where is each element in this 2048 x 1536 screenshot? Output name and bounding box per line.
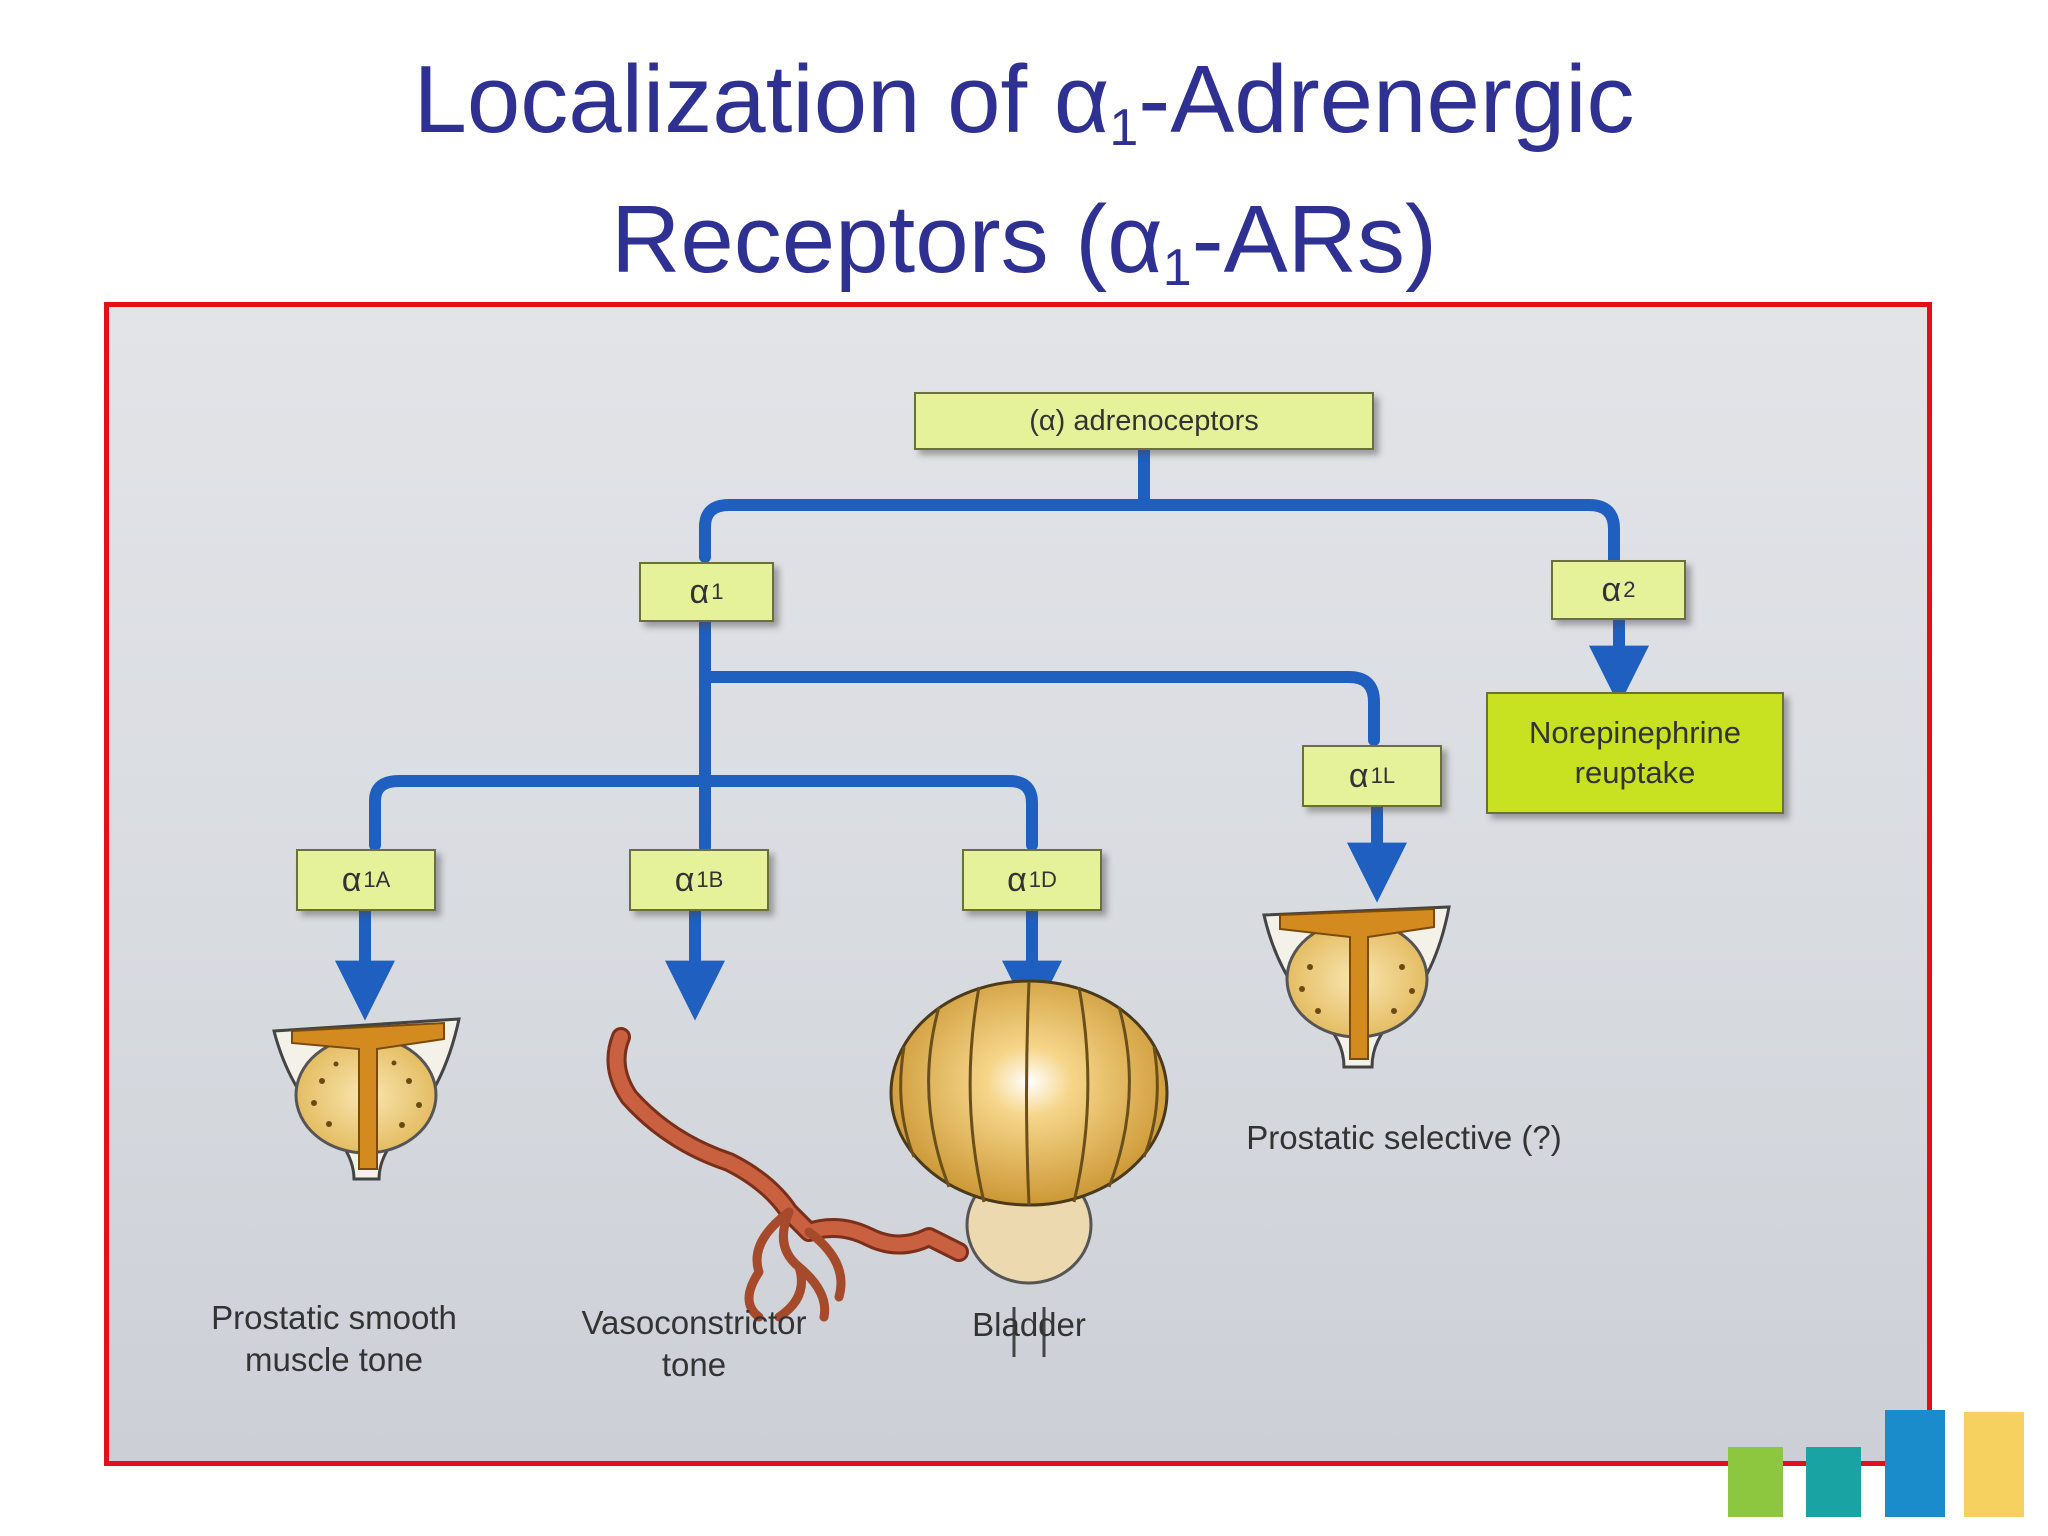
norepinephrine-reuptake-box: Norepinephrine reuptake — [1486, 692, 1784, 814]
alpha-adrenoceptors-box: (α) adrenoceptors — [914, 392, 1374, 450]
bladder-label: Bladder — [972, 1306, 1086, 1343]
decor-square-yellow — [1964, 1412, 2024, 1517]
connector-lines — [335, 406, 1649, 1021]
decor-square-green — [1728, 1447, 1783, 1517]
alpha-symbol: α — [1053, 46, 1110, 153]
alpha-symbol: α — [1107, 186, 1163, 293]
prostate-illustration — [272, 1017, 461, 1181]
prostatic-smooth-muscle-label: Prostatic smooth muscle tone — [211, 1299, 457, 1378]
decor-square-blue — [1885, 1410, 1945, 1517]
diagram-graphics — [272, 406, 1649, 1357]
slide-title: Localization of α1-Adrenergic Receptors … — [0, 30, 2048, 310]
prostatic-selective-label: Prostatic selective (?) — [1246, 1119, 1562, 1156]
blood-vessel-illustration — [606, 1027, 969, 1322]
vasoconstrictor-tone-label: Vasoconstrictor tone — [581, 1304, 807, 1383]
decor-square-teal — [1806, 1447, 1861, 1517]
title-line-2: Receptors (α1-ARs) — [611, 186, 1437, 297]
bladder-illustration — [889, 979, 1169, 1357]
title-line-1: Localization of α1-Adrenergic — [413, 46, 1635, 157]
prostate-illustration — [1262, 905, 1451, 1069]
